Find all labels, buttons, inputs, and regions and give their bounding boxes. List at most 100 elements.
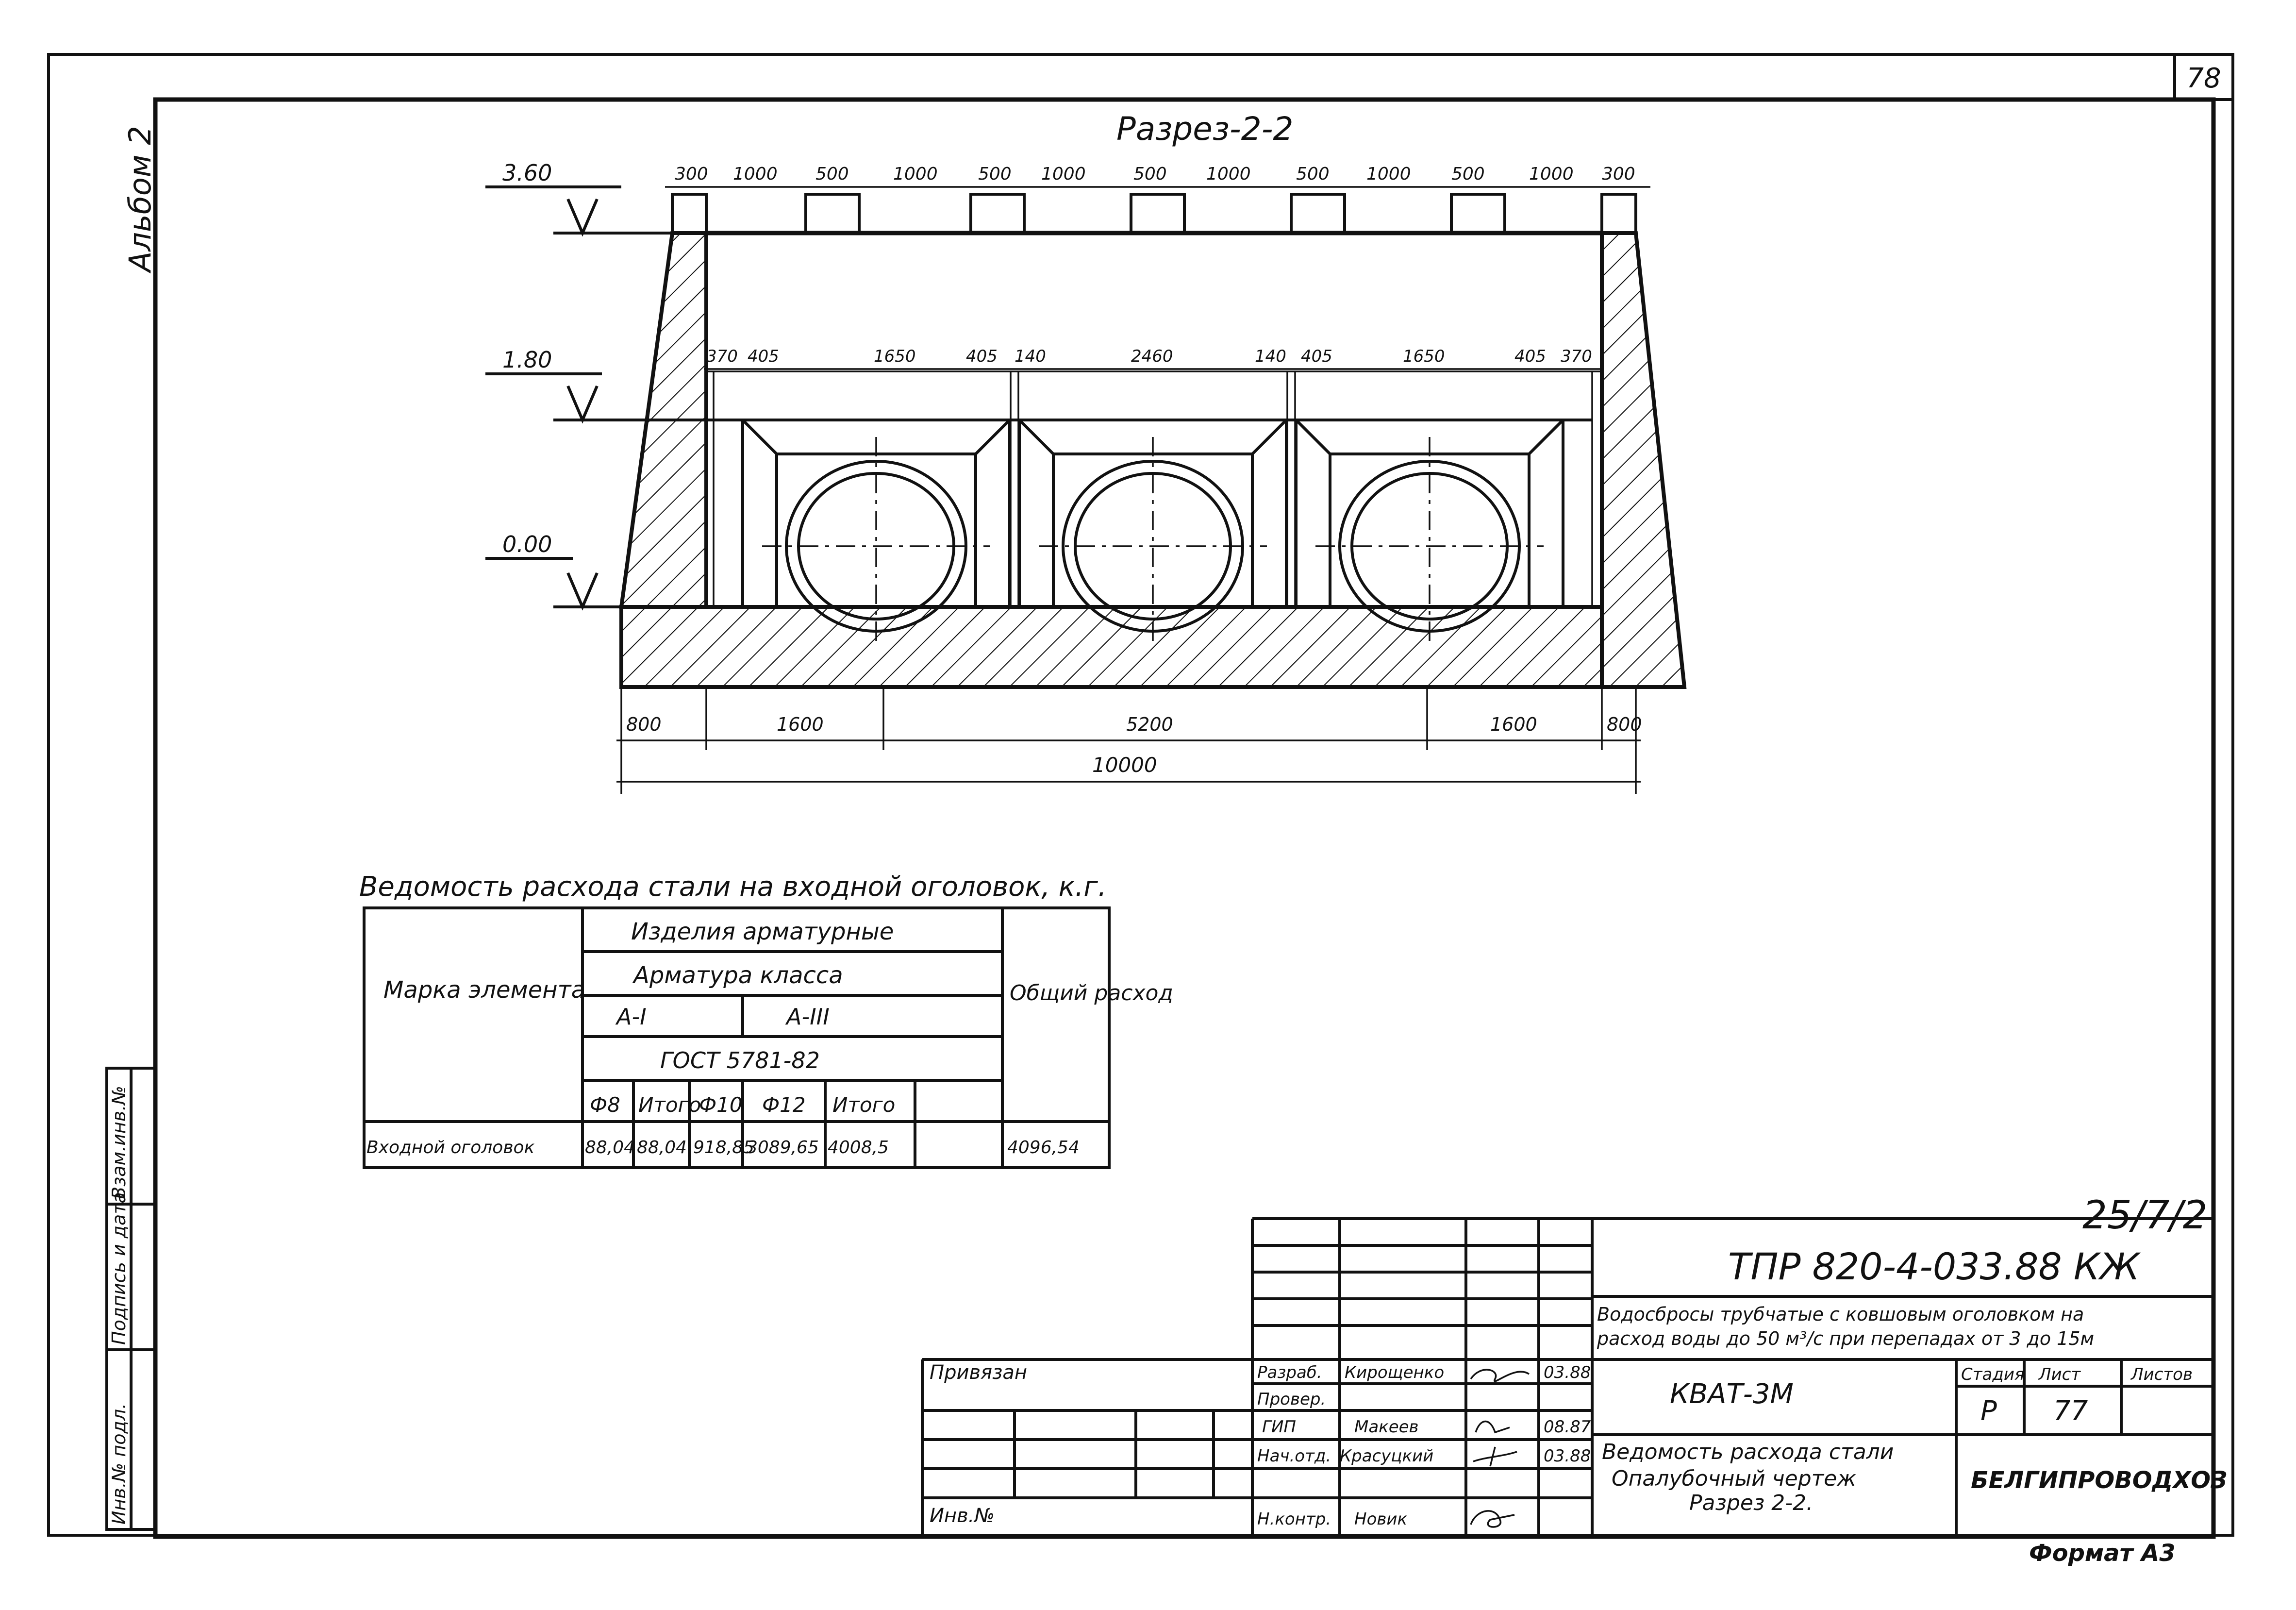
variant: КВАТ-3М bbox=[1670, 1378, 1794, 1410]
side-stamp: Взам.инв.№ Подпись и дата Инв.№ подл. bbox=[105, 1067, 157, 1531]
svg-text:500: 500 bbox=[1296, 164, 1330, 184]
table-row: Входной оголовок 88,04 88,04 918,85 3089… bbox=[366, 1138, 1080, 1157]
header-mark: Марка элемента bbox=[383, 976, 585, 1004]
svg-text:88,04: 88,04 bbox=[637, 1138, 687, 1157]
top-dimensions: 300 1000 500 1000 500 1000 500 1000 500 … bbox=[675, 164, 1635, 184]
organization: БЕЛГИПРОВОДХОЗ bbox=[1971, 1467, 2227, 1494]
svg-text:405: 405 bbox=[1514, 347, 1546, 366]
svg-text:1600: 1600 bbox=[777, 714, 824, 735]
section-drawing bbox=[619, 193, 1687, 689]
svg-text:Макеев: Макеев bbox=[1354, 1417, 1419, 1437]
svg-text:Входной оголовок: Входной оголовок bbox=[366, 1138, 535, 1157]
svg-text:Кирощенко: Кирощенко bbox=[1345, 1363, 1444, 1382]
svg-text:800: 800 bbox=[1607, 714, 1642, 735]
svg-text:ГИП: ГИП bbox=[1262, 1417, 1296, 1437]
sheet-value: 77 bbox=[2053, 1395, 2088, 1427]
page-number-box bbox=[2173, 53, 2234, 101]
svg-text:2460: 2460 bbox=[1131, 347, 1173, 366]
svg-text:370: 370 bbox=[1561, 347, 1592, 366]
project-code: ТПР 820-4-033.88 КЖ bbox=[1728, 1245, 2141, 1288]
svg-text:03.88: 03.88 bbox=[1544, 1446, 1591, 1466]
svg-text:4008,5: 4008,5 bbox=[828, 1138, 889, 1157]
svg-text:Провер.: Провер. bbox=[1257, 1390, 1326, 1409]
project-title-line1: Водосбросы трубчатые с ковшовым оголовко… bbox=[1597, 1304, 2084, 1325]
inv-label: Инв.№ bbox=[930, 1505, 995, 1527]
svg-text:300: 300 bbox=[675, 164, 708, 184]
gost: ГОСТ 5781-82 bbox=[660, 1047, 820, 1073]
sheet-name-line2: Опалубочный чертеж bbox=[1612, 1466, 1856, 1491]
level-markers bbox=[485, 185, 714, 611]
svg-text:500: 500 bbox=[1133, 164, 1167, 184]
svg-text:Красуцкий: Красуцкий bbox=[1340, 1446, 1433, 1466]
svg-text:1000: 1000 bbox=[1206, 164, 1251, 184]
sheet-header: Лист bbox=[2038, 1365, 2081, 1384]
svg-text:Итого: Итого bbox=[832, 1093, 895, 1117]
svg-text:1000: 1000 bbox=[1366, 164, 1411, 184]
svg-text:Нач.отд.: Нач.отд. bbox=[1257, 1446, 1331, 1466]
doc-number: 25/7/2 bbox=[2082, 1192, 2208, 1238]
bottom-dimensions: 800 1600 5200 1600 800 bbox=[626, 714, 1642, 735]
svg-text:4096,54: 4096,54 bbox=[1007, 1138, 1080, 1157]
svg-text:Н.контр.: Н.контр. bbox=[1257, 1509, 1331, 1529]
sheets-header: Листов bbox=[2130, 1365, 2193, 1384]
svg-text:918,85: 918,85 bbox=[693, 1138, 754, 1157]
svg-text:1000: 1000 bbox=[733, 164, 778, 184]
svg-text:405: 405 bbox=[966, 347, 998, 366]
stamp-vzam: Взам.инв.№ bbox=[108, 1086, 130, 1199]
stage-value: Р bbox=[1980, 1395, 1997, 1427]
inner-frame bbox=[153, 97, 2216, 1539]
section-title: Разрез-2-2 bbox=[1116, 110, 1294, 148]
svg-text:08.87: 08.87 bbox=[1544, 1417, 1591, 1437]
svg-text:Ф8: Ф8 bbox=[590, 1093, 620, 1117]
svg-text:800: 800 bbox=[626, 714, 662, 735]
album-label: Альбом 2 bbox=[122, 126, 158, 274]
svg-text:3089,65: 3089,65 bbox=[747, 1138, 819, 1157]
svg-text:Новик: Новик bbox=[1354, 1509, 1408, 1529]
svg-text:Ф12: Ф12 bbox=[762, 1093, 806, 1117]
svg-text:500: 500 bbox=[1451, 164, 1485, 184]
page-number: 78 bbox=[2186, 63, 2221, 94]
svg-text:Ф10: Ф10 bbox=[699, 1093, 743, 1117]
svg-text:1600: 1600 bbox=[1490, 714, 1537, 735]
svg-text:03.88: 03.88 bbox=[1544, 1363, 1591, 1382]
svg-text:140: 140 bbox=[1015, 347, 1046, 366]
svg-text:500: 500 bbox=[978, 164, 1012, 184]
base-slab bbox=[619, 605, 1604, 689]
title-block bbox=[921, 1217, 2213, 1534]
svg-text:1000: 1000 bbox=[1041, 164, 1086, 184]
svg-text:500: 500 bbox=[815, 164, 849, 184]
format-label: Формат А3 bbox=[2029, 1540, 2176, 1567]
signatures bbox=[1470, 1369, 1530, 1528]
mid-dimensions: 370 405 1650 405 140 2460 140 405 1650 4… bbox=[706, 347, 1592, 366]
level-0-00: 0.00 bbox=[502, 531, 552, 557]
level-3-60: 3.60 bbox=[502, 160, 552, 186]
sheet-name-line3: Разрез 2-2. bbox=[1689, 1491, 1813, 1515]
header-total: Общий расход bbox=[1010, 981, 1173, 1006]
svg-text:140: 140 bbox=[1255, 347, 1286, 366]
class-a3: А-III bbox=[785, 1004, 830, 1030]
stage-header: Стадия bbox=[1961, 1365, 2024, 1384]
svg-text:405: 405 bbox=[748, 347, 779, 366]
level-1-80: 1.80 bbox=[502, 347, 552, 373]
svg-text:Итого: Итого bbox=[638, 1093, 701, 1117]
steel-table bbox=[363, 906, 1111, 1169]
sub-columns: Ф8 Итого Ф10 Ф12 Итого bbox=[590, 1093, 895, 1117]
total-dimension: 10000 bbox=[1092, 753, 1157, 777]
svg-text:1650: 1650 bbox=[874, 347, 916, 366]
bound-label: Привязан bbox=[930, 1361, 1027, 1384]
svg-text:88,04: 88,04 bbox=[585, 1138, 635, 1157]
sheet-name-line1: Ведомость расхода стали bbox=[1602, 1440, 1894, 1464]
right-wing-wall bbox=[1600, 231, 1687, 689]
class-a1: А-I bbox=[615, 1004, 647, 1030]
svg-text:Разраб.: Разраб. bbox=[1257, 1363, 1322, 1382]
steel-table-title: Ведомость расхода стали на входной оголо… bbox=[359, 871, 1107, 903]
svg-text:405: 405 bbox=[1301, 347, 1332, 366]
svg-text:370: 370 bbox=[706, 347, 738, 366]
svg-text:5200: 5200 bbox=[1126, 714, 1173, 735]
svg-text:1000: 1000 bbox=[1529, 164, 1574, 184]
svg-text:1650: 1650 bbox=[1403, 347, 1445, 366]
header-products: Изделия арматурные bbox=[631, 918, 894, 945]
roles: Разраб. Кирощенко 03.88 Провер. ГИП Маке… bbox=[1257, 1363, 1591, 1529]
header-rebar: Арматура класса bbox=[632, 962, 843, 989]
stamp-podpis: Подпись и дата bbox=[108, 1192, 130, 1345]
